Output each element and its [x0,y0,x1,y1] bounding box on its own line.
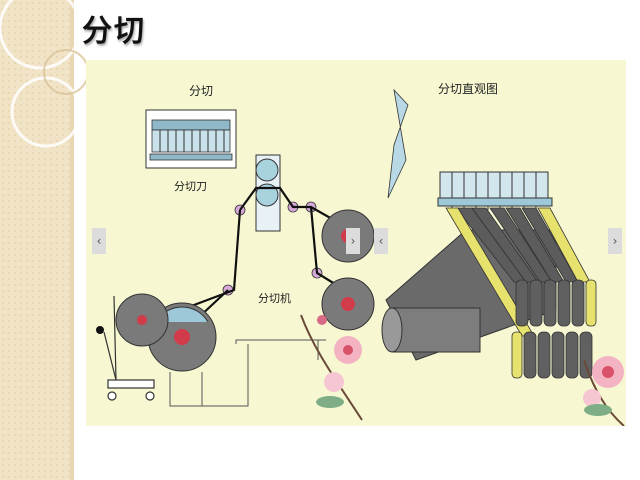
feed-roll [115,293,169,347]
side-strip-edge [70,0,74,480]
top-roller-tower [255,154,281,232]
machine-label: 分切机 [258,292,291,305]
right-panel-prev-button[interactable]: ‹ [374,228,388,254]
slitter-head [437,171,553,210]
plum-blossom-decoration [300,314,625,426]
slide-title: 分切 [82,14,146,49]
supply-roll [381,307,481,353]
diagram-drawing [96,88,625,426]
cutter-assembly [145,109,237,169]
cutter-label: 分切刀 [174,180,207,193]
right-panel-title: 分切直观图 [438,82,499,96]
roll-cart [103,295,155,401]
rewind-roll-lower [321,277,375,331]
left-panel-title: 分切 [189,84,214,98]
left-panel-next-button[interactable]: › [346,228,360,254]
right-panel-next-button[interactable]: › [608,228,622,254]
left-panel-prev-button[interactable]: ‹ [92,228,106,254]
